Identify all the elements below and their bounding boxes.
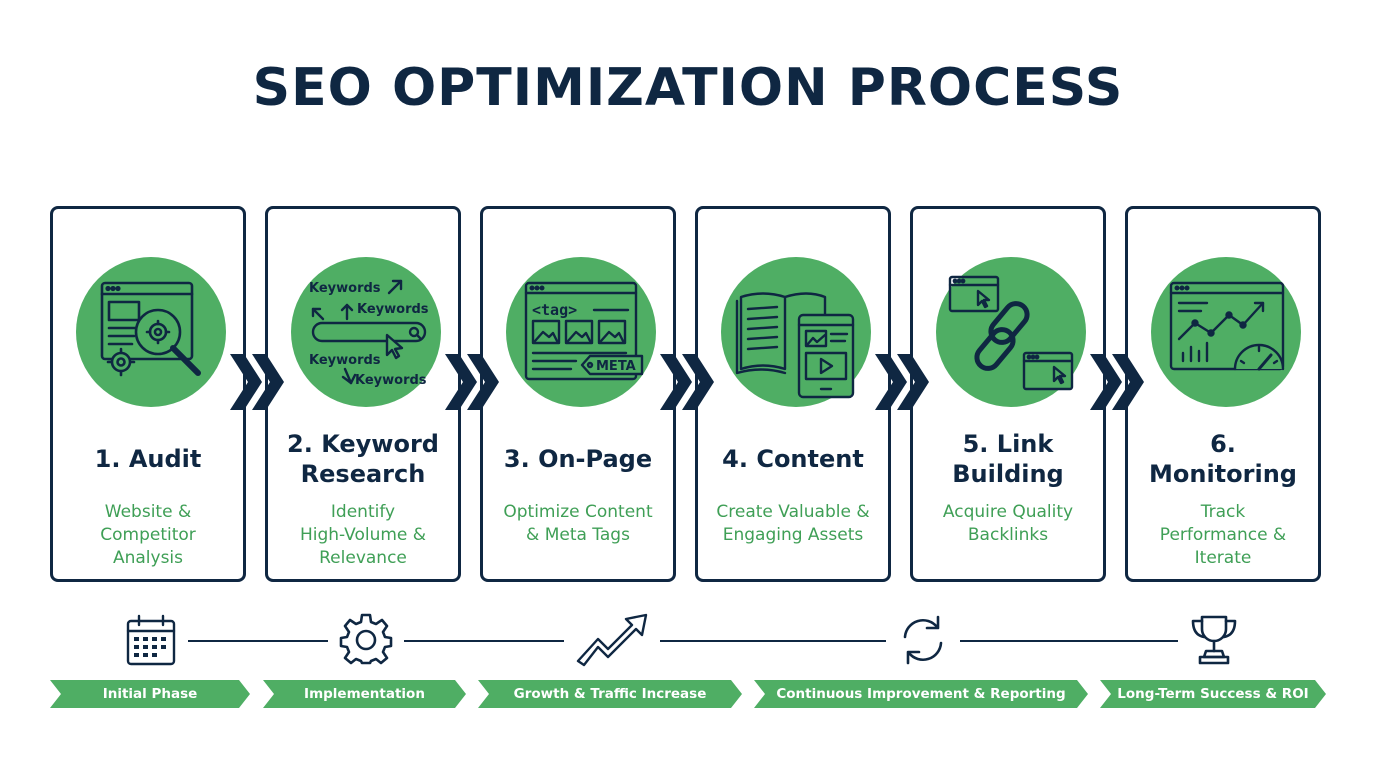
phase-continuous-improvement: Continuous Improvement & Reporting bbox=[754, 680, 1088, 708]
step-description: Create Valuable & Engaging Assets bbox=[716, 502, 870, 545]
meta-label: META bbox=[596, 359, 636, 374]
chevron-right-icon bbox=[445, 354, 499, 410]
webpage-tag-icon: <tag> META bbox=[524, 281, 644, 381]
phase-long-term-success: Long-Term Success & ROI bbox=[1100, 680, 1326, 708]
timeline-connector bbox=[960, 640, 1178, 642]
step-card-on-page: <tag> META 3. On-Page Optimize Content &… bbox=[480, 206, 676, 582]
step-card-monitoring: 6. Monitoring Track Performance & Iterat… bbox=[1125, 206, 1321, 582]
keyword-search-icon: Keywords Keywords Keywords Keywords bbox=[309, 279, 429, 388]
tag-label: <tag> bbox=[532, 301, 577, 319]
timeline-connector bbox=[404, 640, 564, 642]
keyword-label: Keywords bbox=[355, 373, 427, 388]
calendar-icon bbox=[126, 614, 176, 666]
on-page-icon-circle: <tag> META bbox=[506, 257, 656, 407]
analytics-dashboard-icon bbox=[1169, 281, 1285, 371]
audit-icon-circle bbox=[76, 257, 226, 407]
step-title: 3. On-Page bbox=[503, 445, 653, 473]
page-title: SEO OPTIMIZATION PROCESS bbox=[252, 58, 1124, 118]
step-card-link-building: 5. Link Building Acquire Quality Backlin… bbox=[910, 206, 1106, 582]
trophy-icon bbox=[1191, 615, 1237, 665]
refresh-cycle-icon bbox=[903, 615, 943, 665]
step-card-audit: 1. Audit Website & Competitor Analysis bbox=[50, 206, 246, 582]
keyword-icon-circle: Keywords Keywords Keywords Keywords bbox=[291, 257, 441, 407]
monitoring-icon-circle bbox=[1151, 257, 1301, 407]
step-description: Website & Competitor Analysis bbox=[100, 502, 196, 568]
step-card-content: 4. Content Create Valuable & Engaging As… bbox=[695, 206, 891, 582]
chevron-right-icon bbox=[875, 354, 929, 410]
phase-implementation: Implementation bbox=[263, 680, 466, 708]
audit-magnifier-gear-icon bbox=[100, 281, 201, 377]
book-and-tablet-icon bbox=[735, 292, 855, 399]
step-title: 1. Audit bbox=[94, 445, 202, 473]
keyword-label: Keywords bbox=[357, 302, 429, 317]
step-description: Acquire Quality Backlinks bbox=[942, 502, 1074, 545]
chain-link-icon bbox=[948, 275, 1074, 391]
chevron-right-icon bbox=[230, 354, 284, 410]
step-title: 5. Link Building bbox=[952, 430, 1064, 488]
step-title: 4. Content bbox=[722, 445, 864, 473]
step-description: Track Performance & Iterate bbox=[1159, 502, 1287, 568]
step-description: Optimize Content & Meta Tags bbox=[503, 502, 653, 545]
gear-icon bbox=[339, 613, 393, 665]
phase-initial: Initial Phase bbox=[50, 680, 250, 708]
keyword-label: Keywords bbox=[309, 353, 381, 368]
phase-growth: Growth & Traffic Increase bbox=[478, 680, 742, 708]
step-title: 6. Monitoring bbox=[1149, 430, 1297, 488]
step-description: Identify High-Volume & Relevance bbox=[299, 502, 427, 568]
chevron-right-icon bbox=[1090, 354, 1144, 410]
chevron-right-icon bbox=[660, 354, 714, 410]
link-building-icon-circle bbox=[936, 257, 1086, 407]
timeline-connector bbox=[660, 640, 886, 642]
keyword-label: Keywords bbox=[309, 281, 381, 296]
step-card-keyword-research: Keywords Keywords Keywords Keywords 2. K… bbox=[265, 206, 461, 582]
trend-arrow-icon bbox=[576, 613, 648, 667]
timeline-connector bbox=[188, 640, 328, 642]
content-icon-circle bbox=[721, 257, 871, 407]
step-title: 2. Keyword Research bbox=[287, 430, 439, 488]
